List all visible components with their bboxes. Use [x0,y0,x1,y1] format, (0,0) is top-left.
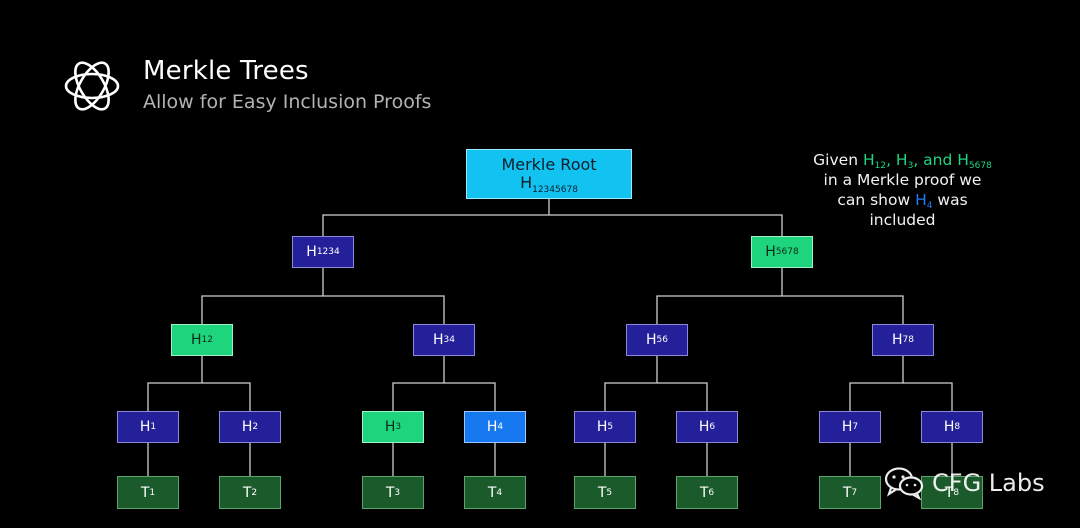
note-line-3: can show H4 was [837,191,968,211]
edge-h1234-h34 [323,295,445,324]
edge-h78-h7 [849,356,904,411]
note-proof-h3: H3 [895,151,914,171]
edge-h56-h5 [604,356,658,411]
edge-h78-h8 [903,382,953,411]
edge-h12-h2 [202,382,251,411]
edge-h5678-h56 [656,268,783,324]
wechat-icon [884,467,924,500]
edge-h1234-h12 [201,268,324,324]
note-line-1: Given H12, H3, and H5678 [813,151,992,171]
edge-h12-h1 [147,356,203,411]
note-line-2: in a Merkle proof we [823,171,982,189]
proof-note: Given H12, H3, and H5678 in a Merkle pro… [790,150,1015,230]
edge-root-h5678 [549,214,783,236]
watermark: CFG Labs [884,466,1045,500]
root-hash: H12345678 [520,173,578,195]
note-proof-h5678: H5678 [957,151,992,171]
page-subtitle: Allow for Easy Inclusion Proofs [143,91,432,113]
note-proof-h12: H12 [862,151,887,171]
logo-icon [64,61,120,111]
edge-root-h1234 [322,199,550,236]
note-target-h4: H4 [915,191,933,211]
edge-h34-h4 [444,382,496,411]
watermark-text: CFG Labs [932,469,1045,497]
root-label: Merkle Root [501,154,597,174]
page-title: Merkle Trees [143,56,309,86]
note-line-4: included [869,211,936,229]
edge-h34-h3 [392,356,445,411]
edge-h56-h6 [657,382,708,411]
merkle-root-node: Merkle Root H12345678 [466,149,632,199]
edge-h5678-h78 [782,295,904,324]
